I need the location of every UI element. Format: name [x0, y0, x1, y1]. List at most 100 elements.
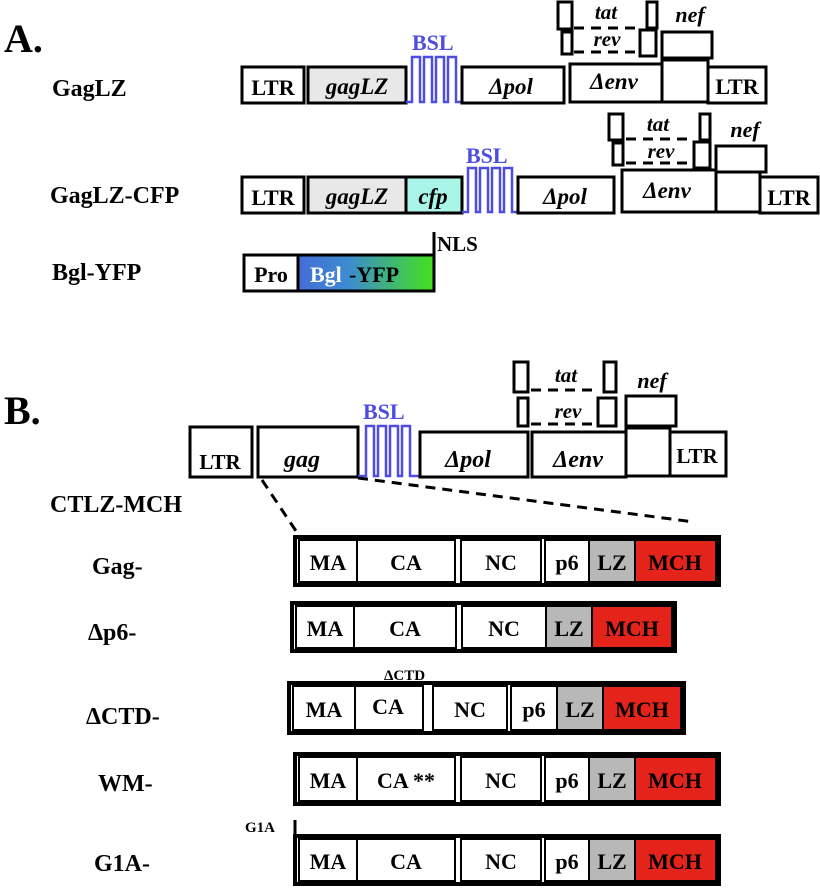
tat-label: tat: [595, 0, 618, 24]
segment-nef-region: [660, 58, 710, 104]
domain-mch: [634, 756, 717, 802]
segment-ltr-3: [668, 430, 728, 478]
variant-name: G1A-: [94, 851, 150, 877]
domain-mch: [602, 685, 682, 731]
domain-nc: [461, 605, 547, 649]
domain-label: MCH: [648, 768, 702, 793]
domain-ma: [298, 539, 358, 583]
domain-label: NC: [485, 849, 517, 874]
segment-ltr-5: [240, 175, 306, 215]
zoom-line-right: [357, 476, 695, 524]
tat-exon-1: [607, 112, 625, 142]
rev-exon-2: [596, 396, 618, 428]
rev-label: rev: [594, 27, 621, 51]
nef-box: [624, 394, 678, 428]
tat-exon-2: [645, 0, 659, 30]
domain-label: CA: [390, 550, 422, 575]
nef-label: nef: [730, 117, 762, 142]
construct-gaglz: GagLZ LTR gagLZ BSL Δpol Δenv LTR tat re…: [52, 0, 768, 105]
rev-exon-2: [638, 28, 658, 58]
panel-b-label: B.: [4, 388, 41, 433]
domain-label: LZ: [597, 849, 626, 874]
segment-label: LTR: [251, 75, 295, 100]
segment-gaglz: [306, 65, 408, 105]
domain-label: NC: [485, 550, 517, 575]
domain-label: p6: [555, 768, 578, 793]
domain-label: MCH: [615, 697, 669, 722]
rev-label: rev: [648, 139, 675, 163]
segment-label: Δenv: [589, 69, 638, 94]
variant-g1a: G1A- G1A MA CA NC p6 LZ MCH: [94, 820, 721, 886]
tat-exon-2: [602, 360, 618, 394]
domain-mch: [634, 838, 717, 882]
bsl-label: BSL: [412, 30, 454, 55]
segment-ltr-5: [188, 425, 254, 479]
segment-ltr-3: [758, 175, 820, 215]
bsl-stem-loop-icon: [358, 424, 420, 478]
domain-ca: [354, 685, 424, 731]
segment-label: Δenv: [642, 178, 691, 203]
segment-label: gag: [283, 447, 320, 473]
domain-label: CA **: [377, 768, 435, 793]
tat-exon-2: [698, 112, 712, 142]
domain-ca: [353, 605, 457, 649]
segment-label: cfp: [418, 184, 447, 209]
domain-label: MCH: [648, 550, 702, 575]
domain-p6: [544, 539, 590, 583]
domain-mch: [634, 539, 717, 583]
variant-dp6: Δp6- MA CA NC LZ MCH: [88, 601, 677, 653]
segment-ltr-5: [240, 65, 306, 105]
rev-exon-2: [692, 140, 712, 170]
domain-nc: [432, 685, 508, 731]
segment-gag: [256, 425, 360, 479]
variant-wm: WM- MA CA ** NC p6 LZ MCH: [98, 752, 721, 806]
domain-label: LZ: [597, 768, 626, 793]
segment-label: gagLZ: [325, 184, 389, 209]
g1a-annotation: G1A: [245, 820, 275, 836]
segment-promoter: [242, 253, 300, 293]
tat-exon-1: [512, 360, 530, 394]
domain-label: MA: [310, 550, 347, 575]
segment-nef-region: [714, 168, 762, 214]
construct-name: CTLZ-MCH: [50, 492, 182, 518]
segment-label: LTR: [767, 185, 811, 210]
variant-name: WM-: [98, 771, 153, 797]
ctd-deletion-annotation: ΔCTD: [384, 668, 425, 684]
segment-label: Δpol: [444, 447, 491, 473]
domain-label: NC: [485, 768, 517, 793]
zoom-line-left: [260, 479, 300, 535]
domain-lz: [556, 685, 604, 731]
domain-ca: [356, 539, 456, 583]
variant-dctd: ΔCTD- ΔCTD MA CA NC p6 LZ MCH: [86, 668, 686, 735]
segment-label: Pro: [254, 262, 288, 287]
domain-ca: [356, 838, 456, 882]
domain-label: MA: [306, 697, 343, 722]
segment-dpol: [418, 430, 530, 479]
segment-cfp: [404, 175, 464, 215]
segment-dpol: [516, 175, 616, 215]
domain-ca-mutant: [356, 756, 456, 802]
bsl-stem-loop-icon: [406, 55, 462, 104]
segment-label: LTR: [199, 450, 241, 474]
rev-exon-1: [560, 30, 574, 56]
domain-label: LZ: [554, 616, 583, 641]
segment-label-bgl: Bgl: [310, 262, 342, 287]
nef-box: [660, 30, 714, 60]
domain-label: LZ: [597, 550, 626, 575]
bsl-label: BSL: [363, 399, 405, 424]
construct-ctlz-mch: LTR gag BSL Δpol Δenv LTR tat rev nef CT…: [50, 360, 728, 535]
tat-label: tat: [647, 112, 670, 136]
segment-nef-region: [624, 426, 672, 478]
domain-ma: [292, 685, 356, 731]
segment-label: LTR: [251, 185, 295, 210]
nef-label: nef: [675, 2, 707, 27]
domain-label: p6: [555, 550, 578, 575]
domain-nc: [460, 838, 542, 882]
segment-denv: [530, 430, 628, 479]
construct-name: GagLZ: [52, 76, 127, 102]
segment-label: LTR: [715, 74, 759, 99]
construct-bgl-yfp: Bgl-YFP Pro Bgl -YFP NLS: [52, 232, 478, 293]
variant-gag: Gag- MA CA NC p6 LZ MCH: [92, 535, 721, 587]
segment-label-yfp: -YFP: [349, 262, 399, 287]
segment-dpol: [460, 65, 566, 105]
